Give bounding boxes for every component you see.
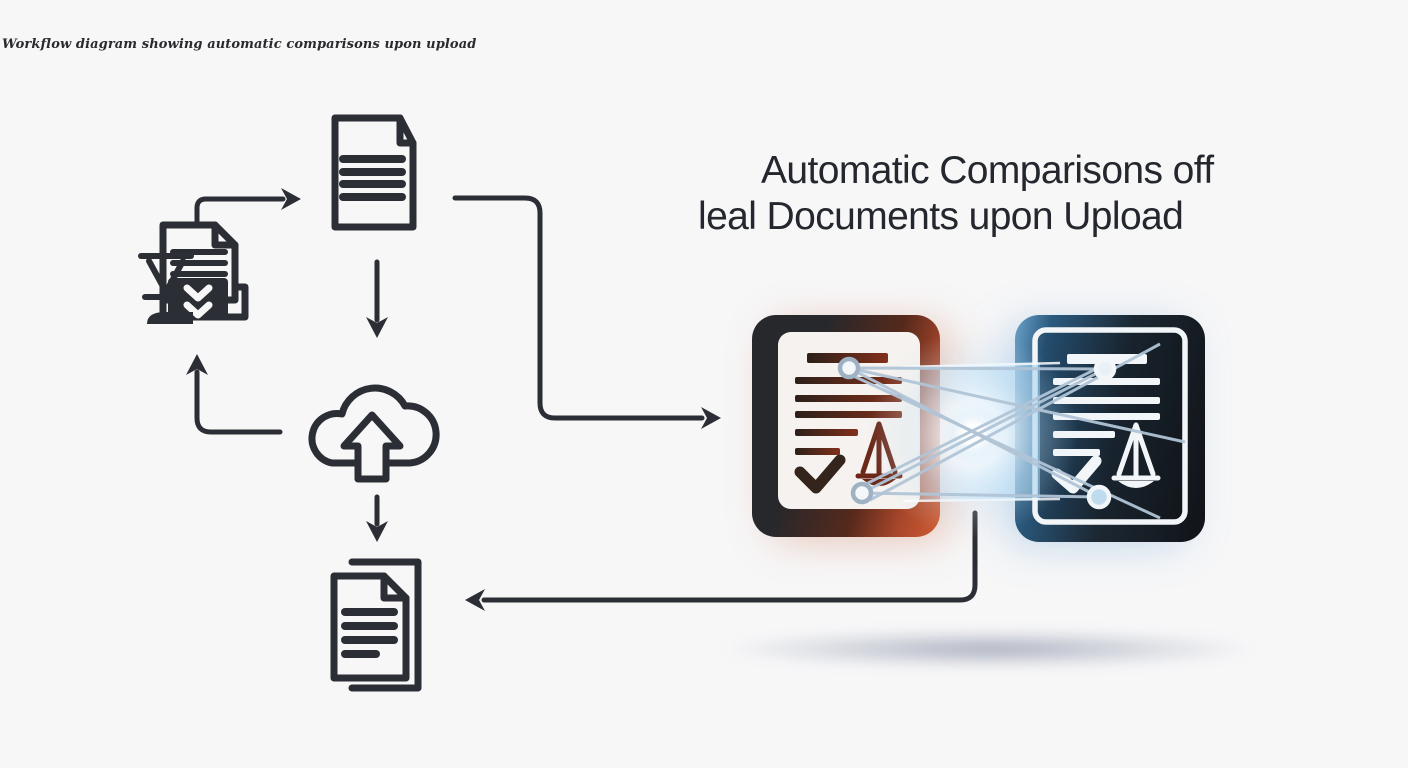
- checkmark-icon: [794, 454, 846, 494]
- legal-document-card-blue-content: [1032, 327, 1188, 525]
- arrowhead-down-icon: [366, 317, 388, 338]
- edge-legal-to-document: [194, 196, 286, 224]
- arrowhead-right-icon: [701, 407, 721, 429]
- edge-document-to-panel: [452, 195, 705, 421]
- legal-document-card-red: [752, 315, 940, 537]
- legal-document-card-blue: [1015, 315, 1205, 542]
- ground-shadow: [724, 630, 1254, 668]
- arrowhead-down-icon: [366, 521, 388, 542]
- diagram-caption: Workflow diagram showing automatic compa…: [2, 37, 477, 52]
- arrowhead-left-icon: [465, 589, 485, 611]
- arrowhead-right-icon: [281, 188, 301, 210]
- cloud-upload-arrow-icon: [308, 384, 440, 483]
- diagram-title-line-2: leal Documents upon Upload: [698, 195, 1184, 238]
- legal-document-scales-checklist-icon: [138, 221, 249, 324]
- document-icon: [331, 114, 417, 231]
- edge-cloud-to-legal: [194, 369, 283, 435]
- arrowhead-up-icon: [186, 354, 208, 375]
- legal-document-card-red-content: [778, 332, 920, 509]
- edge-panel-to-copies: [481, 510, 978, 603]
- diagram-title-line-1: Automatic Comparisons off: [761, 149, 1214, 192]
- stacked-documents-icon: [330, 558, 422, 692]
